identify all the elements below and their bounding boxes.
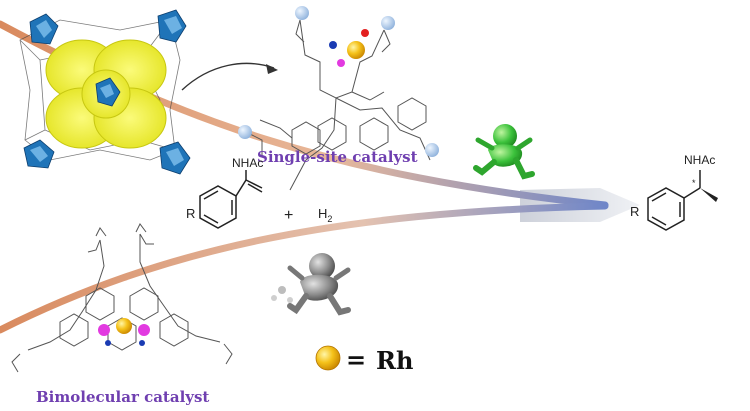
single-site-spheres xyxy=(238,6,439,157)
single-site-framework xyxy=(249,19,431,191)
reactant-nhac: NHAc xyxy=(232,156,263,170)
curved-arrow-icon xyxy=(181,62,275,91)
reactant-structure xyxy=(199,170,263,229)
product-structure xyxy=(647,170,701,231)
reactant-r: R xyxy=(186,206,195,221)
rh-legend: = Rh xyxy=(315,345,413,375)
rh-sphere-icon xyxy=(315,345,341,371)
bimolecular-band xyxy=(0,202,609,334)
mof-cage-icon xyxy=(19,9,191,175)
product-nhac: NHAc xyxy=(684,153,715,167)
bimolecular-spheres xyxy=(98,318,150,346)
reactant-h2: H2 xyxy=(318,206,332,224)
bimolecular-label: Bimolecular catalyst xyxy=(36,388,209,406)
product-benzene-ring-icon xyxy=(647,187,685,231)
rh-legend-equals: = xyxy=(346,345,366,374)
single-site-label: Single-site catalyst xyxy=(257,148,418,166)
fast-runner-icon xyxy=(473,124,535,180)
slow-runner-icon xyxy=(271,253,351,316)
reaction-plus: + xyxy=(284,207,293,224)
product-stereo-marker: * xyxy=(692,178,696,188)
benzene-ring-icon xyxy=(199,185,237,229)
product-wedge-bond xyxy=(700,188,718,202)
bimolecular-framework xyxy=(11,223,233,373)
rh-legend-label: Rh xyxy=(376,346,413,375)
product-r: R xyxy=(630,204,639,219)
